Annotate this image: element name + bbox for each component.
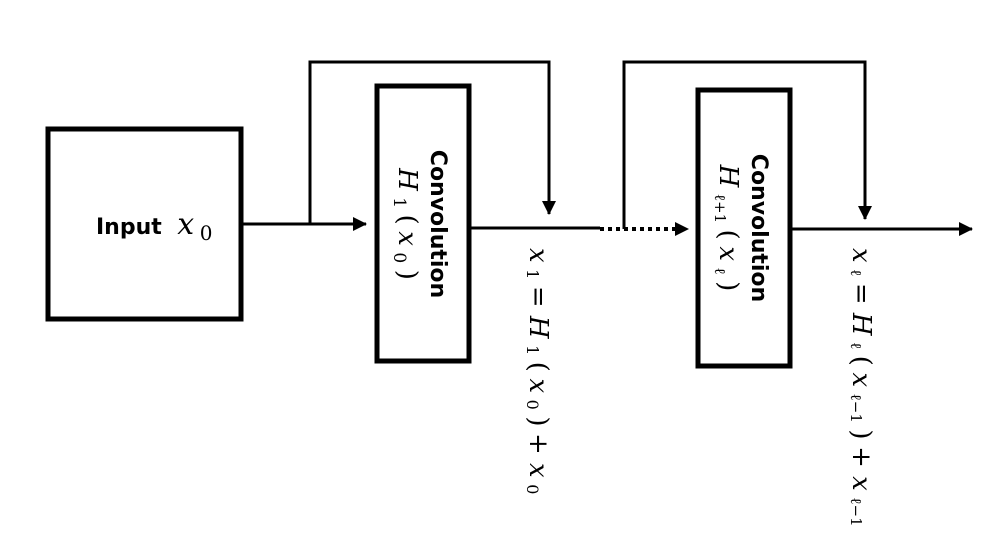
out2-res-sub: ℓ−1 <box>847 497 865 526</box>
out2-fn: H <box>846 312 876 337</box>
out1-plus: + <box>523 433 553 463</box>
out1-arg-sub: 0 <box>524 400 543 410</box>
out1-res-sub: 0 <box>524 484 543 494</box>
conv-block-2-label: Convolution H ℓ+1 ( x ℓ ) <box>709 154 771 302</box>
conv-2-arg-var: x <box>713 246 743 261</box>
out1-close-paren: ) <box>523 416 553 426</box>
out1-arg-var: x <box>523 378 553 393</box>
out2-arg-var: x <box>846 372 876 387</box>
out1-fn-sub: 1 <box>524 345 543 355</box>
conv-1-fn-name: H <box>392 167 422 192</box>
out1-res-var: x <box>523 463 553 478</box>
out2-arg-sub: ℓ−1 <box>847 394 865 423</box>
output-equation-1: x 1 = H 1 ( x 0 ) + x 0 <box>520 248 554 494</box>
out1-equals: = <box>523 286 553 316</box>
input-var: x <box>177 207 194 242</box>
conv-block-2-title: Convolution <box>746 154 771 302</box>
out2-equals: = <box>846 283 876 313</box>
out1-lhs-var: x <box>523 248 553 263</box>
out1-fn: H <box>523 315 553 340</box>
out2-res-var: x <box>846 476 876 491</box>
out1-lhs-sub: 1 <box>524 269 543 279</box>
conv-2-arg-sub: ℓ <box>711 267 729 274</box>
input-label-text: Input <box>96 215 162 240</box>
out2-close-paren: ) <box>846 429 876 439</box>
skip-connection-2 <box>622 60 872 229</box>
conv-2-fn-name: H <box>713 164 743 189</box>
out2-plus: + <box>846 446 876 476</box>
out2-open-paren: ( <box>846 356 876 366</box>
conv-block-1-label: Convolution H 1 ( x 0 ) <box>388 150 450 298</box>
conv-block-2-fn: H ℓ+1 ( x ℓ ) <box>709 164 743 292</box>
conv-1-open-paren: ( <box>392 215 422 225</box>
conv-2-open-paren: ( <box>713 230 743 240</box>
svg-text:x 1 = H: x 1 = H 1 ( x 0 ) + x 0 <box>520 248 554 494</box>
output-equation-2: x ℓ = H ℓ ( x ℓ−1 ) + x ℓ−1 <box>843 248 877 527</box>
conv-1-close-paren: ) <box>392 270 422 280</box>
out2-fn-sub: ℓ <box>847 342 865 349</box>
out2-lhs-sub: ℓ <box>847 269 865 276</box>
conv-1-fn-sub: 1 <box>389 197 409 208</box>
conv-block-1-title: Convolution <box>425 150 450 298</box>
conv-block-1 <box>374 83 472 364</box>
conv-block-2 <box>695 87 793 369</box>
input-label: Input x 0 <box>96 207 212 245</box>
svg-text:x ℓ = H: x ℓ = H ℓ ( x ℓ−1 ) + x ℓ−1 <box>843 248 877 527</box>
conv-2-close-paren: ) <box>713 281 743 291</box>
conv-1-arg-var: x <box>392 231 422 246</box>
out2-lhs-var: x <box>846 248 876 263</box>
conv-1-arg-sub: 0 <box>389 252 409 263</box>
out1-open-paren: ( <box>523 362 553 372</box>
input-box <box>45 126 244 322</box>
input-var-sub: 0 <box>200 221 213 245</box>
skip-connection-1 <box>308 60 556 224</box>
conv-2-fn-sub: ℓ+1 <box>711 194 729 223</box>
conv-block-1-fn: H 1 ( x 0 ) <box>388 167 422 280</box>
